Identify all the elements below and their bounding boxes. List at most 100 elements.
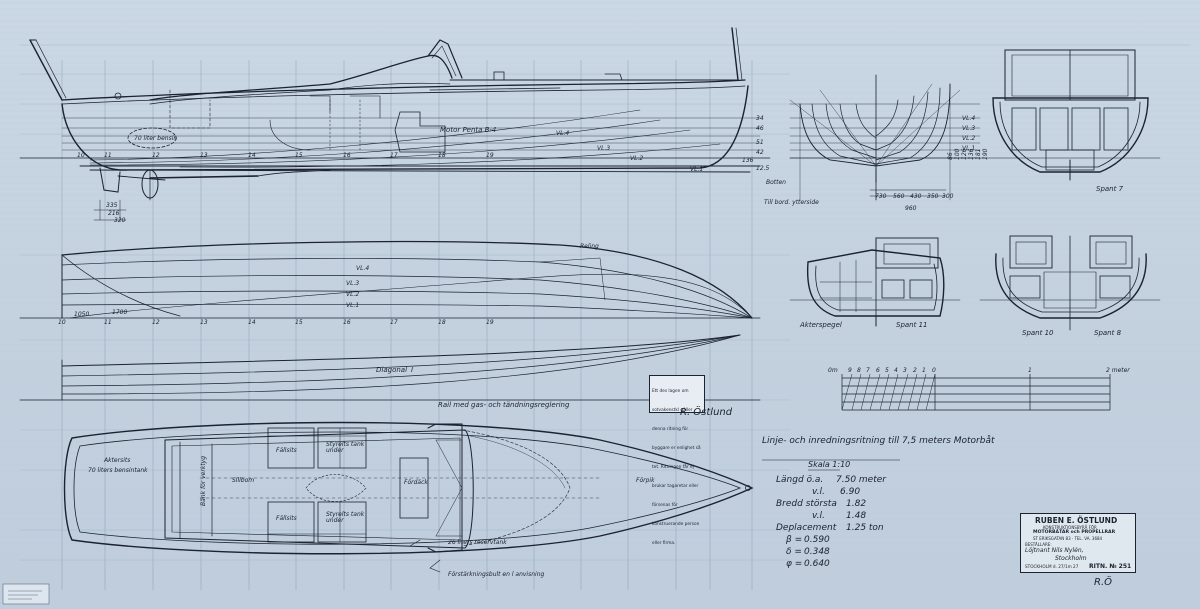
bow-label: Förpik: [636, 477, 655, 484]
stem-height: 46: [756, 125, 764, 132]
frame-8-label: Spant 8: [1094, 329, 1122, 337]
steering-tank-label: Styrelts tank under: [326, 441, 365, 454]
plan-station-number: 10: [58, 319, 66, 326]
stem-height: 51: [756, 139, 764, 146]
spec-underlines: [762, 459, 900, 471]
body-plan-waterline: VL.3: [962, 125, 976, 132]
scale-tick: 1: [922, 367, 926, 374]
fuel-tank-plan-label: 70 liters bensintank: [88, 467, 148, 474]
profile-waterline-label: VL.3: [597, 145, 611, 152]
scale-tick: 8: [857, 367, 861, 374]
sill-label: Sillbom: [232, 477, 255, 484]
body-width: 350: [927, 193, 939, 200]
half-breadth-waterline: VL.4: [356, 265, 370, 272]
station-number: 14: [248, 152, 256, 159]
frame-7-drawing: [979, 49, 1161, 181]
frame-11-label: Spant 11: [896, 321, 928, 329]
station-number: 10: [77, 152, 85, 159]
body-width: 560: [893, 193, 905, 200]
plan-station-number: 16: [343, 319, 351, 326]
spec-label: φ =: [786, 559, 803, 569]
deck-edge-label: Till bord. ytterside: [764, 199, 819, 206]
scale-one: 1: [1028, 367, 1032, 374]
spec-value: 1.25 ton: [846, 523, 884, 533]
body-plan-waterline: VL.4: [962, 115, 976, 122]
fender-note: Förstärkningsbult en l anvisning: [448, 571, 545, 578]
legal-note-text: Ett des lagen om sotvakenstkl gäller den…: [652, 389, 701, 546]
plan-station-number: 12: [152, 319, 160, 326]
body-width: 430: [910, 193, 922, 200]
spec-label: Längd ö.a.: [776, 475, 824, 485]
station-number: 15: [295, 152, 303, 159]
body-beam: 960: [905, 205, 917, 212]
stern-offset: 1700: [112, 309, 128, 316]
company-line: ST ERIKSGATAN 83 · TEL. VA. 3684: [1033, 536, 1103, 541]
profile-waterline-label: VL.4: [556, 130, 570, 137]
plan-station-number: 13: [200, 319, 208, 326]
legal-note-box: Ett des lagen om sotvakenstkl gäller den…: [649, 375, 705, 546]
company-name: RUBEN E. ÖSTLUND: [1035, 516, 1118, 525]
diagonal-numeral: I: [411, 366, 414, 374]
body-width: 730: [875, 193, 887, 200]
profile-view: [19, 27, 771, 221]
bottom-label: Botten: [766, 179, 786, 186]
scale-tick: 4: [894, 367, 898, 374]
scale-tick: 9: [848, 367, 852, 374]
body-plan-waterline: VL.1: [962, 145, 976, 152]
drawing-title: Linje- och inredningsritning till 7,5 me…: [762, 436, 995, 446]
plan-station-number: 17: [390, 319, 398, 326]
folding-seat-label: Fällsits: [276, 515, 297, 522]
spec-value: 0.640: [804, 559, 830, 569]
station-number: 19: [486, 152, 494, 159]
archive-stamp-icon: [2, 583, 50, 605]
place-date: STOCKHOLM d. 27/1m 27: [1025, 564, 1079, 569]
station-number: 17: [390, 152, 398, 159]
scale-tick: 6: [876, 367, 880, 374]
stem-height: 34: [756, 115, 764, 122]
steering-tank-label: Styrelts tank under: [326, 511, 365, 524]
rail-note: Rail med gas- och tändningsreglering: [438, 401, 570, 409]
profile-waterline-label: VL.2: [630, 155, 644, 162]
stem-height: 42: [756, 149, 764, 156]
client-label: BESTÄLLARE:: [1025, 542, 1052, 547]
scale-tick: 0: [932, 367, 936, 374]
spec-label: v.l.: [812, 511, 825, 521]
station-number: 11: [104, 152, 112, 159]
spec-value: 7.50 meter: [836, 475, 886, 485]
half-breadth-waterline: VL.3: [346, 280, 360, 287]
frame-11-drawing: [789, 237, 961, 327]
plan-station-number: 15: [295, 319, 303, 326]
motor-label: Motor Penta B-4: [440, 126, 497, 134]
offset-figure: 1050: [74, 311, 90, 318]
drawing-scale: Skala 1:10: [808, 460, 851, 469]
reserve-tank-label: 26 liters reservtank: [448, 539, 507, 546]
railing-label: Reling: [580, 243, 599, 250]
transom-label: Akterspegel: [800, 321, 842, 329]
tool-bench-label: Bänk för verktyg: [200, 455, 207, 506]
plan-station-number: 11: [104, 319, 112, 326]
spec-value: 0.590: [804, 535, 830, 545]
title-block: RUBEN E. ÖSTLUND KONSTRUKTIONSBYRÅ FÖR M…: [1020, 513, 1136, 573]
scale-tick: 3: [903, 367, 907, 374]
initials: R.Ö: [1094, 577, 1112, 588]
scale-tick: 5: [885, 367, 889, 374]
plan-station-number: 19: [486, 319, 494, 326]
fuel-tank-label: 70 liter bensin: [134, 135, 178, 142]
scale-tick: 2: [913, 367, 917, 374]
spec-label: δ =: [786, 547, 802, 557]
body-width: 300: [942, 193, 954, 200]
spec-label: v.l.: [812, 487, 825, 497]
designer-signature: R. Östlund: [680, 407, 733, 418]
plan-station-number: 18: [438, 319, 446, 326]
spec-label: Deplacement: [776, 523, 837, 533]
body-plan-waterline: VL.2: [962, 135, 976, 142]
station-number: 16: [343, 152, 351, 159]
station-number: 18: [438, 152, 446, 159]
folding-seat-label: Fällsits: [276, 447, 297, 454]
body-plan: [789, 74, 981, 201]
drawing-number: RITN. № 251: [1089, 563, 1132, 570]
half-breadth-waterline: VL.2: [346, 291, 360, 298]
client-city: Stockholm: [1055, 555, 1087, 562]
foredeck-label: Fördäck: [404, 479, 428, 486]
